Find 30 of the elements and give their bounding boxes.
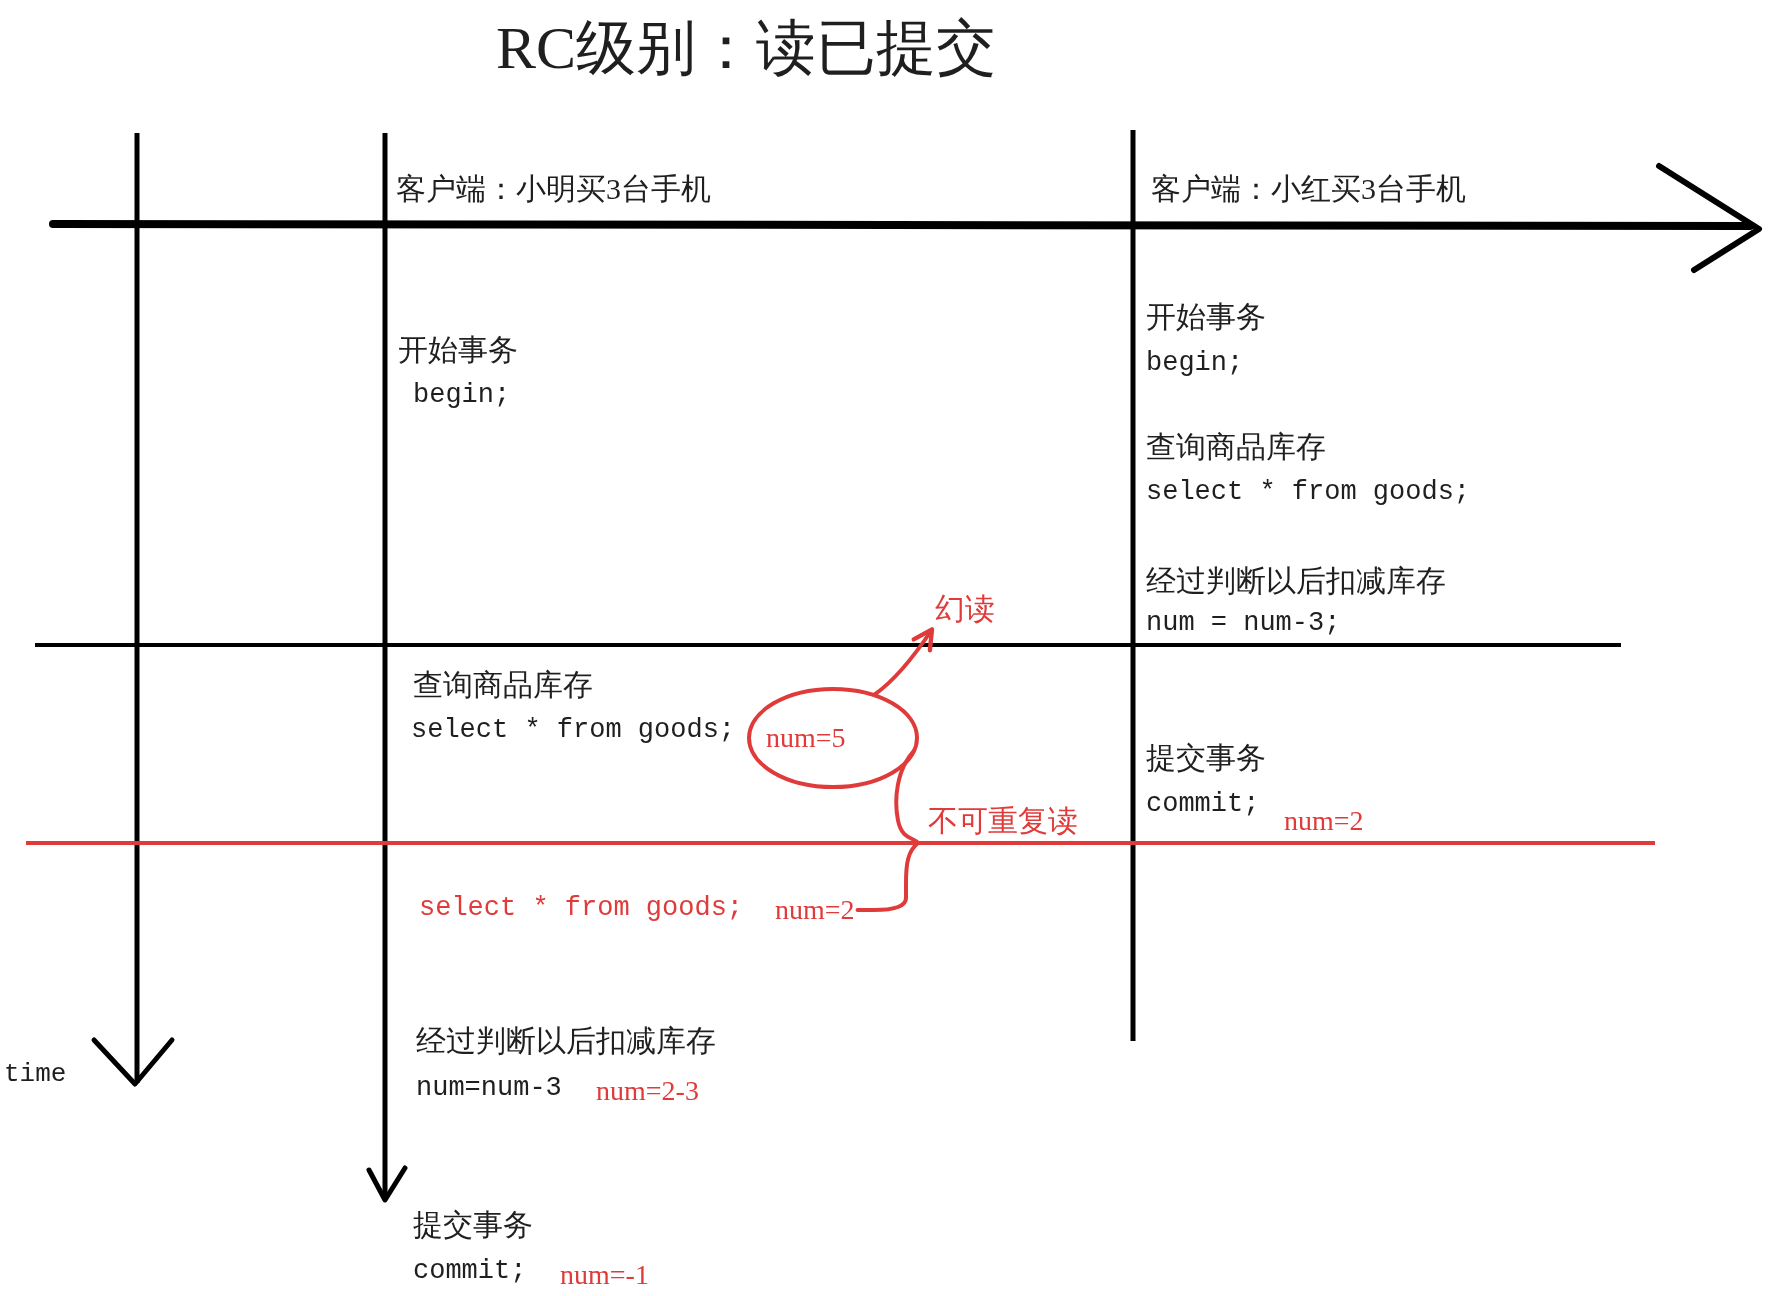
sql-statement: begin; (413, 380, 511, 412)
annotation-text: 幻读 (935, 592, 995, 627)
step-title: 经过判断以后扣减库存 (1146, 564, 1446, 599)
sql-statement: commit; (413, 1256, 527, 1288)
step-title: 查询商品库存 (1146, 430, 1326, 465)
step-title: 查询商品库存 (413, 668, 593, 703)
sql-statement: num = num-3; (1146, 608, 1341, 640)
step-title: 提交事务 (1146, 741, 1266, 776)
arrow (872, 627, 935, 697)
sql-statement: begin; (1146, 348, 1244, 380)
sql-statement: select * from goods; (419, 893, 744, 925)
sql-statement: select * from goods; (411, 715, 736, 747)
axis-label: time (4, 1060, 67, 1090)
client-header: 客户端：小明买3台手机 (396, 172, 711, 207)
sql-statement: num=num-3 (416, 1073, 562, 1105)
diagram-title: RC级别：读已提交 (496, 14, 997, 83)
step-title: 开始事务 (398, 333, 518, 368)
value-note: num=2 (775, 894, 855, 927)
sql-statement: commit; (1146, 789, 1260, 821)
step-title: 提交事务 (413, 1208, 533, 1243)
value-note: num=2-3 (596, 1075, 699, 1108)
sql-statement: select * from goods; (1146, 477, 1471, 509)
step-title: 开始事务 (1146, 300, 1266, 335)
edge-label: 不可重复读 (928, 804, 1078, 839)
value-note: num=2 (1284, 805, 1364, 838)
step-title: 经过判断以后扣减库存 (416, 1024, 716, 1059)
curved-connector (855, 748, 920, 913)
value-note: num=-1 (560, 1259, 649, 1292)
client-header: 客户端：小红买3台手机 (1151, 172, 1466, 207)
circled-value: num=5 (746, 686, 920, 790)
